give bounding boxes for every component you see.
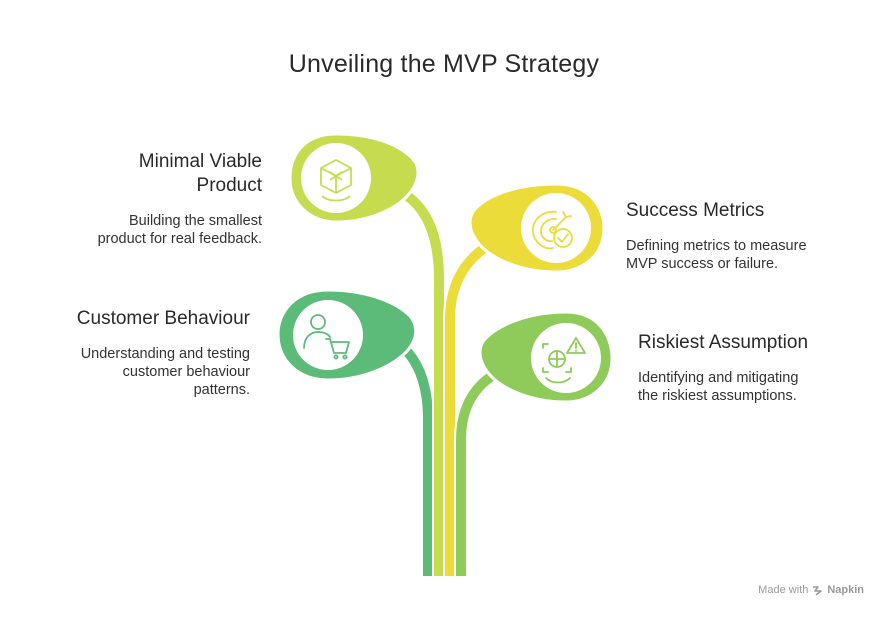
risk-warning-icon (542, 337, 586, 384)
item-customer-behaviour: Customer Behaviour Understanding and tes… (40, 307, 250, 399)
napkin-brand: Napkin (827, 584, 864, 596)
item-description-line: Understanding and testing (80, 346, 250, 362)
item-heading: Customer Behaviour (76, 308, 250, 329)
item-description: Defining metrics to measure MVP success … (626, 237, 866, 273)
leaf-success-metrics (468, 182, 606, 274)
target-check-icon (532, 210, 573, 250)
item-description-line: Building the smallest (129, 213, 262, 229)
napkin-logo-icon (813, 585, 823, 596)
leaf-riskiest-assumption (478, 310, 614, 404)
item-description-line: Identifying and mitigating (638, 370, 799, 386)
item-description-line: MVP success or failure. (626, 256, 779, 272)
item-success-metrics: Success Metrics Defining metrics to meas… (626, 199, 866, 273)
item-description: Understanding and testing customer behav… (40, 345, 250, 399)
item-heading: Success Metrics (626, 200, 765, 221)
item-description: Identifying and mitigating the riskiest … (638, 369, 868, 405)
item-heading-line: Product (196, 175, 262, 196)
leaf-customer-behaviour (276, 288, 418, 382)
item-heading: Riskiest Assumption (638, 332, 809, 353)
cube-icon (320, 159, 352, 202)
item-riskiest-assumption: Riskiest Assumption Identifying and miti… (638, 331, 868, 405)
item-minimal-viable-product: Minimal Viable Product Building the smal… (40, 150, 262, 248)
item-description-line: customer behaviour (122, 364, 250, 380)
leaf-minimal-viable-product (288, 132, 420, 224)
shopper-cart-icon (303, 314, 350, 360)
diagram-title: Unveiling the MVP Strategy (288, 50, 600, 78)
item-description-line: the riskiest assumptions. (638, 388, 797, 404)
item-description: Building the smallest product for real f… (40, 212, 262, 248)
made-with-napkin-badge[interactable]: Made with Napkin (758, 584, 864, 596)
item-description-line: patterns. (193, 382, 250, 398)
item-heading: Minimal Viable Product (40, 150, 262, 198)
item-heading-line: Minimal Viable (138, 151, 262, 172)
made-with-label: Made with (758, 584, 809, 596)
item-description-line: Defining metrics to measure (626, 238, 807, 254)
item-description-line: product for real feedback. (97, 231, 262, 247)
